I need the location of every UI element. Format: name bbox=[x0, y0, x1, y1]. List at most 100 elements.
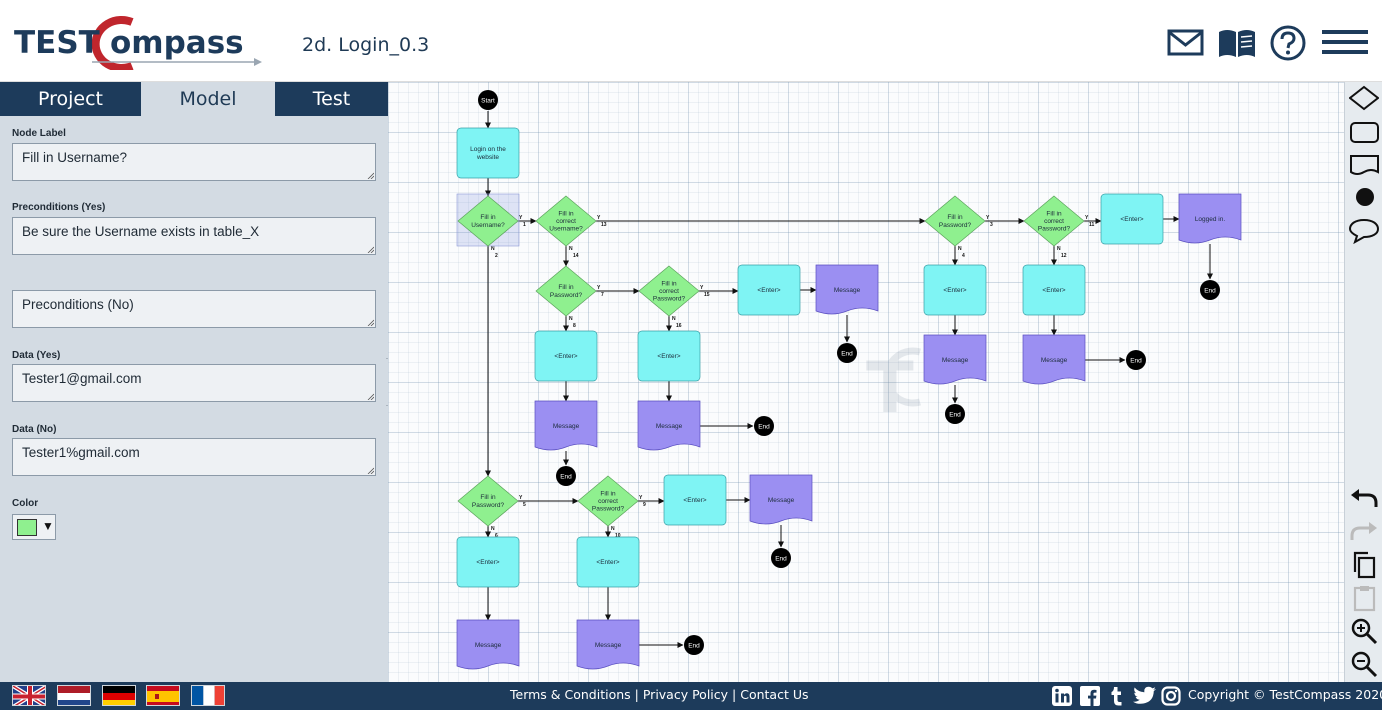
terms-link[interactable]: Terms & Conditions bbox=[510, 687, 631, 702]
flow-node-message[interactable]: Message bbox=[815, 264, 879, 315]
flow-node-message[interactable]: Message bbox=[637, 400, 701, 451]
redo-icon[interactable] bbox=[1349, 518, 1379, 546]
color-picker[interactable]: ▼ bbox=[12, 514, 56, 540]
undo-icon[interactable] bbox=[1349, 485, 1379, 513]
zoom-in-icon[interactable] bbox=[1349, 617, 1379, 645]
data-no-field[interactable]: Tester1%gmail.com bbox=[12, 438, 376, 476]
menu-icon[interactable] bbox=[1322, 24, 1370, 62]
flow-edge[interactable]: N4 bbox=[952, 246, 965, 266]
flag-spanish-icon[interactable] bbox=[146, 685, 180, 706]
flow-node-action[interactable]: <Enter> bbox=[637, 330, 701, 382]
node-label-field[interactable]: Fill in Username? bbox=[12, 143, 376, 181]
flow-node-action[interactable]: <Enter> bbox=[737, 264, 801, 316]
contact-link[interactable]: Contact Us bbox=[740, 687, 809, 702]
flow-node-start[interactable]: Start bbox=[478, 90, 498, 110]
flow-node-end[interactable]: End bbox=[945, 404, 965, 424]
flow-node-action[interactable]: <Enter> bbox=[534, 330, 598, 382]
preconditions-no-field[interactable]: Preconditions (No) bbox=[12, 290, 376, 328]
facebook-icon[interactable] bbox=[1080, 686, 1100, 706]
flow-edge[interactable]: Y9 bbox=[638, 495, 665, 508]
flow-edge[interactable]: Y13 bbox=[596, 215, 926, 228]
flow-node-message[interactable]: Logged in. bbox=[1178, 193, 1242, 244]
node-text: Username? bbox=[471, 222, 505, 229]
flow-node-action[interactable]: <Enter> bbox=[1022, 264, 1086, 316]
flow-edge[interactable]: Y15 bbox=[699, 285, 739, 298]
flow-edge[interactable]: N16 bbox=[666, 316, 682, 332]
resize-grip-icon[interactable] bbox=[367, 467, 374, 474]
flow-edge[interactable]: Y11 bbox=[1084, 215, 1102, 228]
flow-edge[interactable]: Y1 bbox=[518, 215, 537, 228]
resize-grip-icon[interactable] bbox=[367, 246, 374, 253]
preconditions-yes-field[interactable]: Be sure the Username exists in table_X bbox=[12, 217, 376, 255]
flag-dutch-icon[interactable] bbox=[57, 685, 91, 706]
testcompass-logo[interactable]: TEST ompass bbox=[14, 14, 264, 72]
flow-node-message[interactable]: Message bbox=[923, 334, 987, 385]
flow-diagram[interactable]: T Y1N2Y13N14Y7N8Y15N16Y3N4Y11N12Y5N6Y9N1… bbox=[388, 82, 1344, 682]
flow-node-message[interactable]: Message bbox=[456, 619, 520, 670]
node-text: Fill in bbox=[558, 210, 574, 217]
copy-icon[interactable] bbox=[1349, 551, 1379, 579]
data-yes-field[interactable]: Tester1@gmail.com bbox=[12, 364, 376, 402]
resize-grip-icon[interactable] bbox=[367, 393, 374, 400]
flow-node-action[interactable]: <Enter> bbox=[1100, 193, 1164, 245]
flow-node-message[interactable]: Message bbox=[749, 474, 813, 525]
message-node-icon[interactable] bbox=[1349, 151, 1379, 179]
end-node-icon[interactable] bbox=[1349, 183, 1379, 211]
flow-edge[interactable]: N6 bbox=[485, 526, 498, 539]
flow-node-end[interactable]: End bbox=[771, 548, 791, 568]
rectangle-node-icon[interactable] bbox=[1349, 118, 1379, 146]
twitter-icon[interactable] bbox=[1133, 686, 1157, 706]
flow-node-action[interactable]: <Enter> bbox=[923, 264, 987, 316]
flow-node-action[interactable]: <Enter> bbox=[576, 536, 640, 588]
diamond-node-icon[interactable] bbox=[1348, 84, 1380, 112]
manual-book-icon[interactable] bbox=[1217, 24, 1255, 62]
flag-english-icon[interactable] bbox=[12, 685, 46, 706]
flow-edge[interactable]: Y3 bbox=[985, 215, 1025, 228]
tab-project[interactable]: Project bbox=[37, 88, 103, 110]
flow-node-end[interactable]: End bbox=[754, 416, 774, 436]
flow-edge[interactable]: N14 bbox=[563, 246, 579, 267]
node-text: Fill in bbox=[480, 214, 496, 221]
flow-node-end[interactable]: End bbox=[556, 466, 576, 486]
paste-icon[interactable] bbox=[1349, 584, 1379, 612]
flow-edge[interactable]: N2 bbox=[485, 246, 498, 477]
tab-test[interactable]: Test bbox=[312, 88, 351, 110]
flow-edge[interactable]: Y7 bbox=[596, 285, 640, 298]
flow-node-end[interactable]: End bbox=[1200, 280, 1220, 300]
flow-node-action[interactable]: <Enter> bbox=[663, 474, 727, 526]
linkedin-icon[interactable] bbox=[1052, 686, 1072, 706]
flag-french-icon[interactable] bbox=[191, 685, 225, 706]
flow-node-message[interactable]: Message bbox=[576, 619, 640, 670]
flow-edge[interactable]: N8 bbox=[563, 316, 576, 332]
tab-model[interactable]: Model bbox=[141, 82, 275, 116]
flow-edge[interactable]: N12 bbox=[1051, 246, 1067, 266]
zoom-out-icon[interactable] bbox=[1349, 650, 1379, 678]
privacy-link[interactable]: Privacy Policy bbox=[642, 687, 729, 702]
help-icon[interactable] bbox=[1269, 24, 1307, 62]
flow-node-end[interactable]: End bbox=[837, 343, 857, 363]
flow-node-action[interactable]: <Enter> bbox=[456, 536, 520, 588]
flow-node-message[interactable]: Message bbox=[1022, 334, 1086, 385]
flow-edge[interactable]: Y5 bbox=[518, 495, 579, 508]
mail-icon[interactable] bbox=[1167, 24, 1205, 62]
comment-node-icon[interactable] bbox=[1348, 216, 1380, 245]
tumblr-icon[interactable] bbox=[1107, 686, 1127, 706]
flow-edge[interactable]: N10 bbox=[605, 526, 621, 539]
flow-node-end[interactable]: End bbox=[1126, 350, 1146, 370]
flag-german-icon[interactable] bbox=[102, 685, 136, 706]
resize-grip-icon[interactable] bbox=[367, 319, 374, 326]
flow-node-end[interactable]: End bbox=[684, 635, 704, 655]
resize-grip-icon[interactable] bbox=[367, 172, 374, 179]
instagram-icon[interactable] bbox=[1161, 686, 1181, 706]
flow-node-message[interactable]: Message bbox=[534, 400, 598, 451]
